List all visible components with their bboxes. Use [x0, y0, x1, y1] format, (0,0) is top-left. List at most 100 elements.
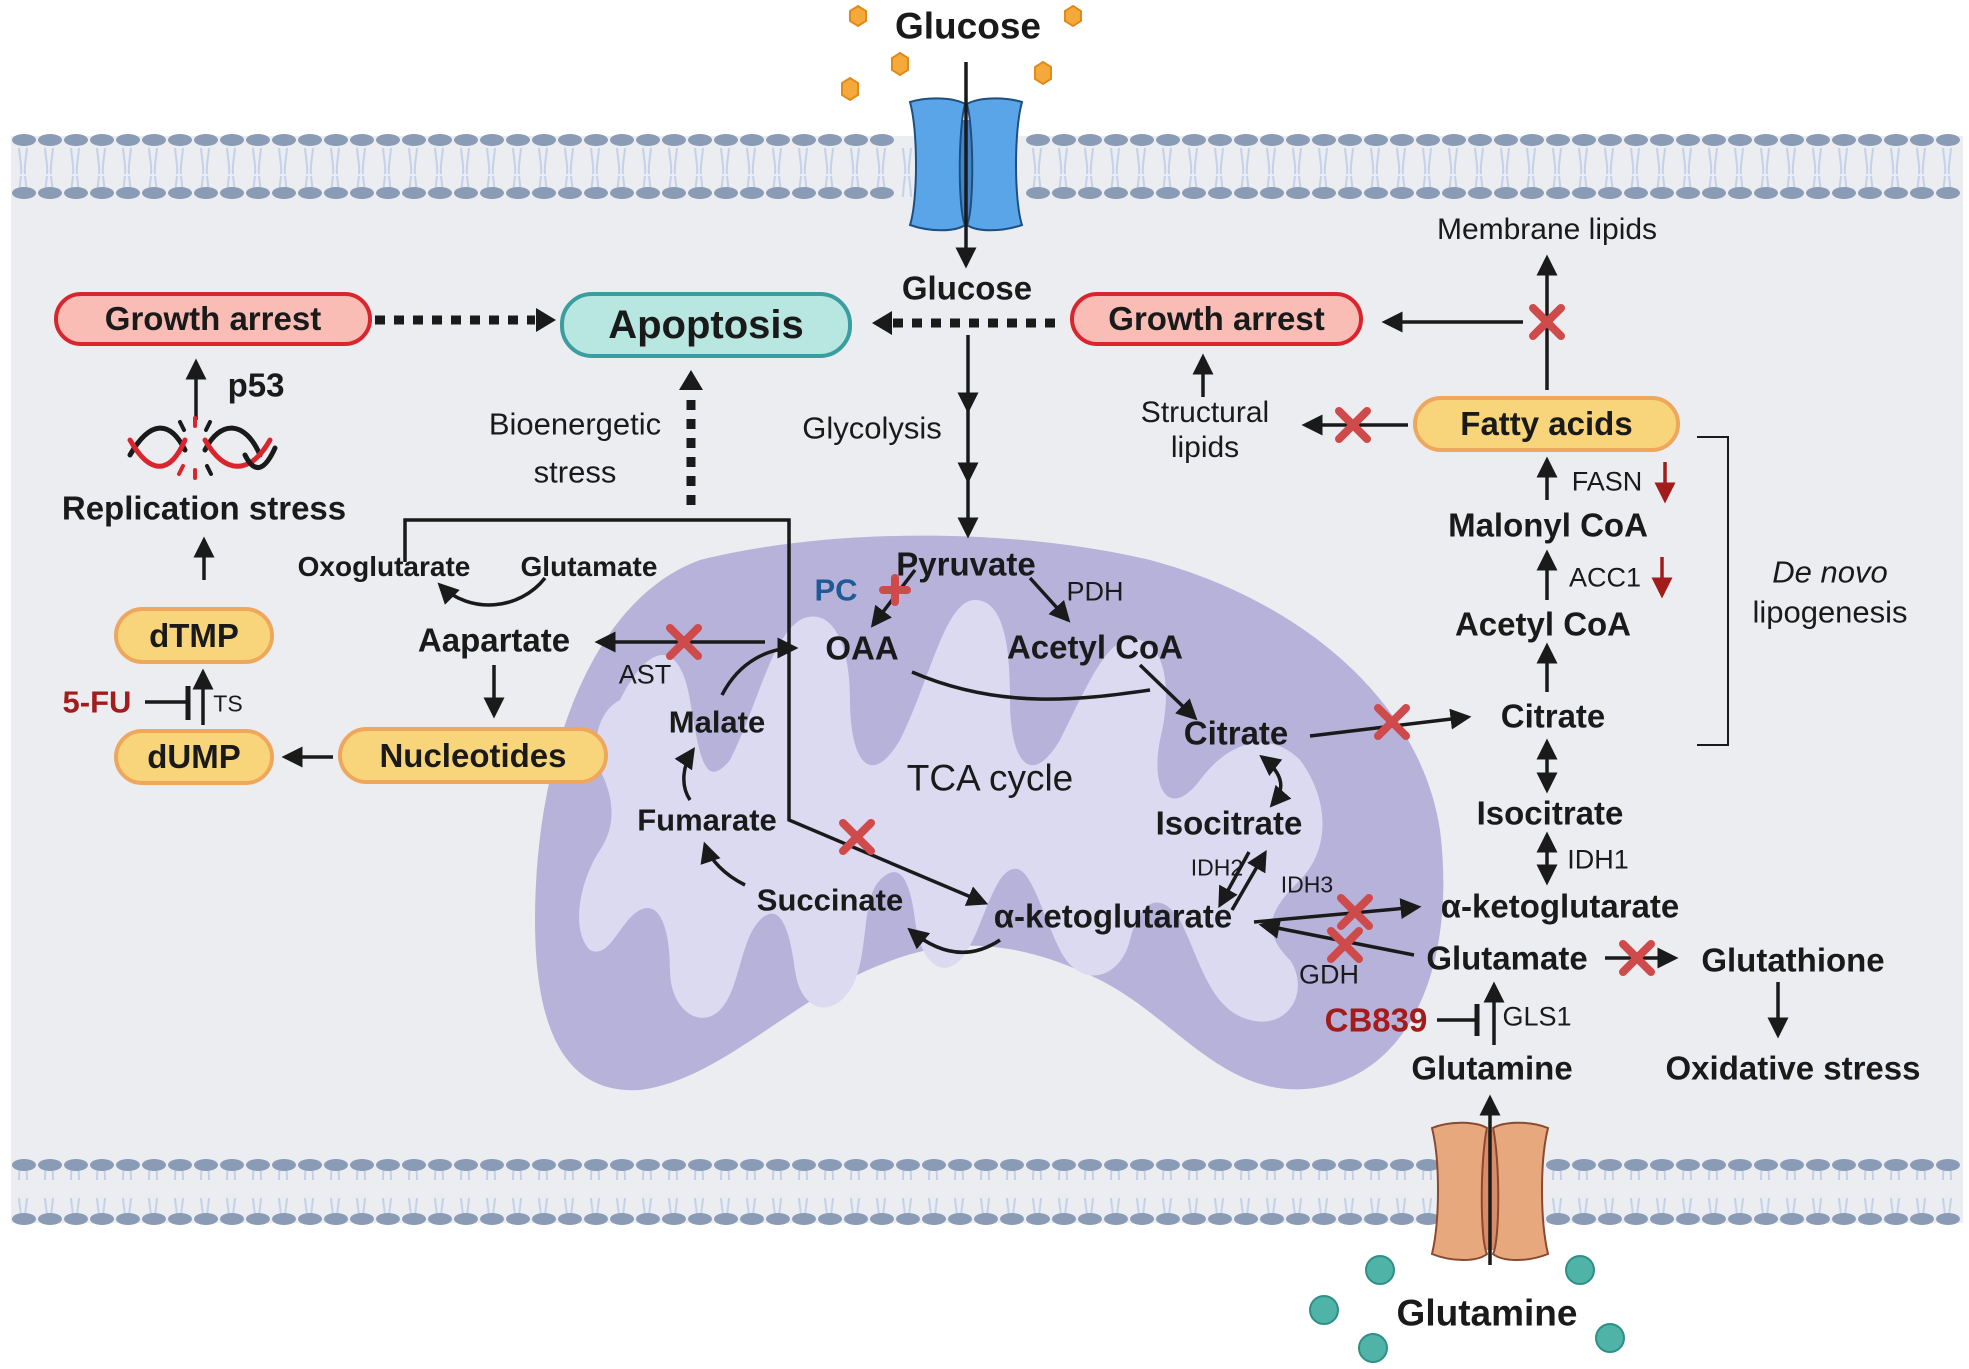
- lipid-head: [740, 1159, 764, 1171]
- lipid-head: [766, 1159, 790, 1171]
- ts-enzyme-label: TS: [213, 690, 243, 717]
- lipid-head: [610, 1159, 634, 1171]
- lipid-head: [168, 1213, 192, 1225]
- growth-arrest-left-badge: Growth arrest: [54, 292, 372, 346]
- lipid-head: [766, 134, 790, 146]
- lipid-head: [350, 187, 374, 199]
- lipid-head: [298, 1213, 322, 1225]
- lipid-head: [1338, 134, 1362, 146]
- inhibition-cross-icon: [1619, 940, 1655, 976]
- lipid-head: [1338, 1159, 1362, 1171]
- lipid-head: [116, 187, 140, 199]
- lipid-head: [1052, 134, 1076, 146]
- lipid-head: [168, 187, 192, 199]
- bioenergetic-stress-label-2: stress: [533, 454, 617, 490]
- lipid-head: [740, 187, 764, 199]
- arrow-succinate-to-fumarate: [700, 841, 746, 887]
- lipid-head: [1702, 134, 1726, 146]
- lipid-head: [714, 1213, 738, 1225]
- lipid-head: [1546, 1213, 1570, 1225]
- lipid-head: [298, 134, 322, 146]
- glutamine-molecule-icon: [1309, 1295, 1339, 1325]
- lipid-head: [220, 1213, 244, 1225]
- lipid-head: [532, 187, 556, 199]
- lipid-head: [402, 1159, 426, 1171]
- lipid-head: [1754, 1213, 1778, 1225]
- lipid-head: [246, 1159, 270, 1171]
- lipid-head: [1676, 1213, 1700, 1225]
- gdh-enzyme-label: GDH: [1299, 959, 1359, 990]
- lipid-head: [1624, 1213, 1648, 1225]
- lipid-head: [1858, 1159, 1882, 1171]
- nucleotides-badge: Nucleotides: [338, 727, 608, 784]
- apoptosis-label: Apoptosis: [608, 302, 804, 347]
- lipid-head: [532, 134, 556, 146]
- lipid-head: [1520, 187, 1544, 199]
- lipid-head: [1442, 134, 1466, 146]
- lipid-head: [1494, 187, 1518, 199]
- lipid-head: [324, 187, 348, 199]
- lipid-head: [402, 187, 426, 199]
- lipid-head: [402, 1213, 426, 1225]
- lipid-head: [1936, 134, 1960, 146]
- lipid-head: [506, 1159, 530, 1171]
- lipid-head: [1598, 1213, 1622, 1225]
- lipid-head: [1234, 1159, 1258, 1171]
- lipid-head: [584, 1213, 608, 1225]
- acetyl-coa-mito-label: Acetyl CoA: [1006, 628, 1184, 666]
- arrow-malate-to-oaa: [720, 637, 799, 696]
- lipid-head: [1130, 1213, 1154, 1225]
- lipid-head: [1208, 134, 1232, 146]
- lipid-head: [64, 187, 88, 199]
- pdh-enzyme-label: PDH: [1066, 576, 1124, 607]
- lipid-head: [1000, 1159, 1024, 1171]
- fumarate-label: Fumarate: [637, 802, 777, 838]
- lipid-head: [662, 134, 686, 146]
- lipid-head: [1156, 134, 1180, 146]
- lipid-head: [1650, 1159, 1674, 1171]
- lipid-head: [1208, 1159, 1232, 1171]
- lipid-head: [610, 134, 634, 146]
- lipid-head: [1884, 1213, 1908, 1225]
- lipid-head: [870, 1159, 894, 1171]
- lipid-head: [870, 134, 894, 146]
- lipid-head: [662, 1159, 686, 1171]
- lipid-head: [272, 1213, 296, 1225]
- lipid-head: [1416, 1213, 1440, 1225]
- isocitrate-cyto-label: Isocitrate: [1476, 794, 1624, 832]
- lipid-head: [1364, 1213, 1388, 1225]
- lipid-head: [1702, 187, 1726, 199]
- lipid-head: [194, 134, 218, 146]
- lipid-head: [532, 1213, 556, 1225]
- lipid-head: [636, 1159, 660, 1171]
- lipid-head: [1754, 187, 1778, 199]
- lipid-head: [90, 1159, 114, 1171]
- lipid-head: [298, 187, 322, 199]
- lipid-head: [688, 1159, 712, 1171]
- glucose-molecules: [841, 4, 1082, 102]
- lipid-head: [12, 1213, 36, 1225]
- lipid-head: [792, 134, 816, 146]
- growth-arrest-right-label: Growth arrest: [1108, 300, 1325, 337]
- lipid-head: [246, 134, 270, 146]
- lipid-head: [428, 187, 452, 199]
- lipid-head: [558, 1213, 582, 1225]
- lipid-head: [64, 134, 88, 146]
- fatty-acids-badge: Fatty acids: [1413, 396, 1680, 452]
- glutamine-molecule-icon: [1565, 1255, 1595, 1285]
- lipid-head: [1546, 134, 1570, 146]
- lipid-head: [1572, 1159, 1596, 1171]
- 5fu-drug-label: 5-FU: [62, 684, 132, 720]
- arrow-acetylcoa-to-citrate: [1138, 663, 1198, 721]
- lipid-head: [1312, 187, 1336, 199]
- glucose-molecule-icon: [849, 4, 867, 28]
- lipid-head: [1364, 1159, 1388, 1171]
- lipid-head: [142, 187, 166, 199]
- lipid-head: [168, 1159, 192, 1171]
- lipid-head: [1260, 1213, 1284, 1225]
- arrow-isocitrate-to-akg: [1218, 851, 1251, 909]
- lipid-head: [714, 187, 738, 199]
- lipid-head: [272, 134, 296, 146]
- lipid-head: [1182, 187, 1206, 199]
